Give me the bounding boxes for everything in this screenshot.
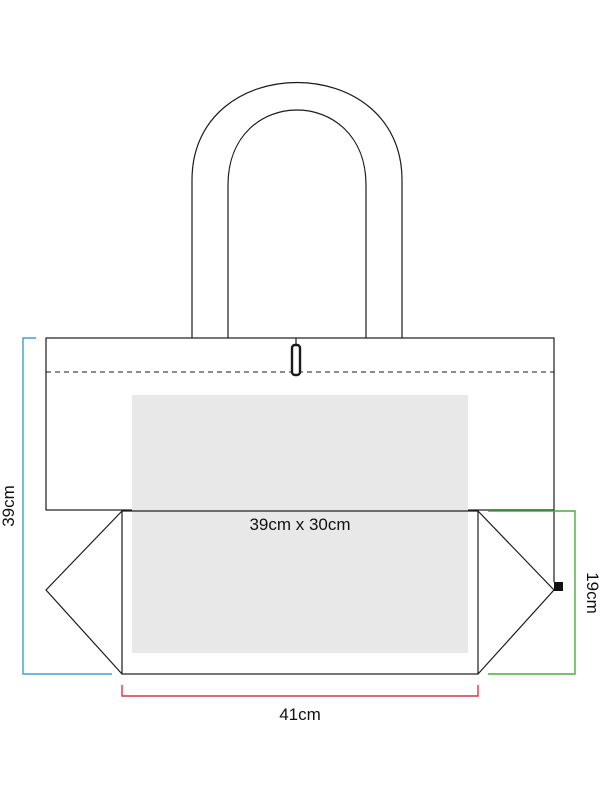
gusset-label: 19cm xyxy=(583,572,601,614)
gusset-dimension-line xyxy=(488,510,576,675)
width-dimension-line xyxy=(121,685,479,697)
height-label: 39cm xyxy=(0,485,18,527)
width-label: 41cm xyxy=(279,705,321,724)
toggle-closure-icon xyxy=(290,338,302,377)
bag-handle xyxy=(191,81,403,338)
print-area-label: 39cm x 30cm xyxy=(249,515,350,534)
side-button-icon xyxy=(554,582,563,591)
print-area xyxy=(132,395,468,653)
height-dimension-line xyxy=(22,337,112,675)
